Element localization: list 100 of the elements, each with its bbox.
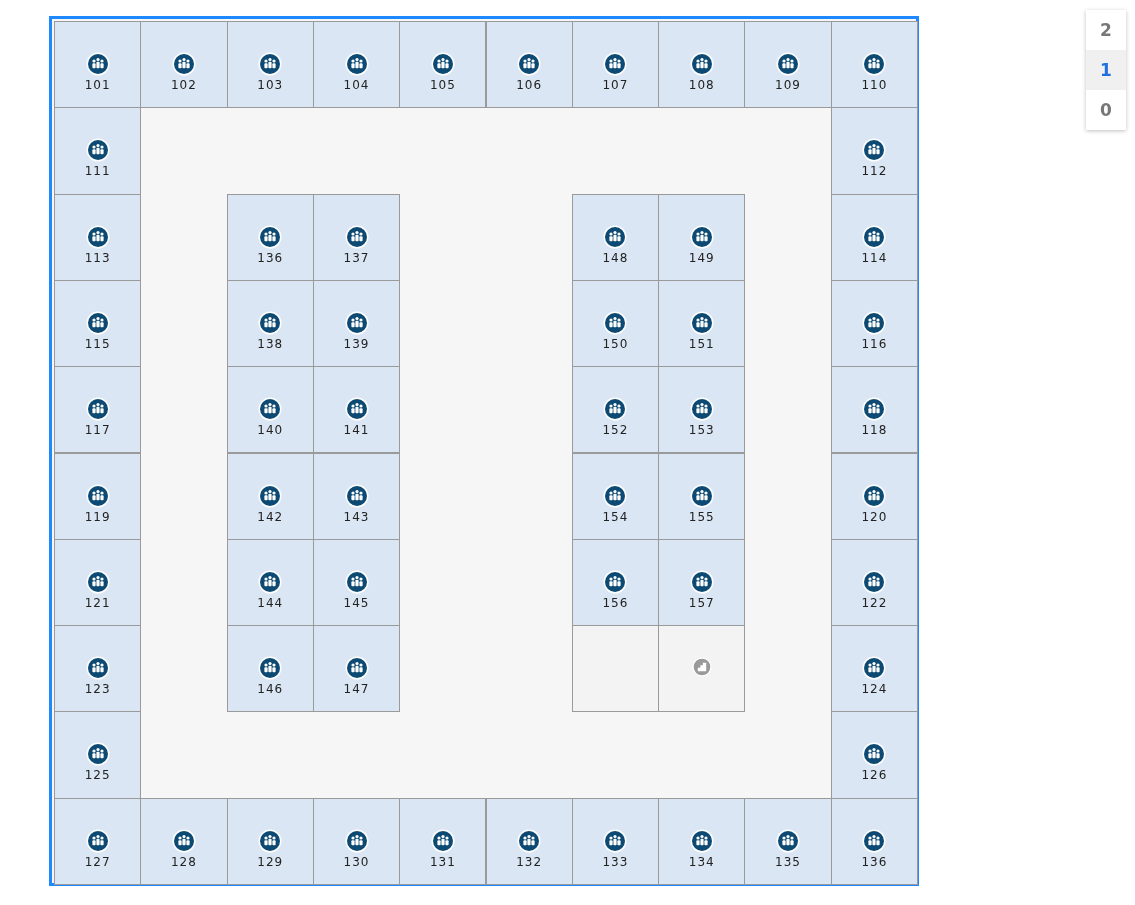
room-number: 103: [257, 78, 284, 92]
room-number: 140: [257, 423, 284, 438]
room-box: [830, 366, 918, 454]
room-number: 131: [429, 854, 456, 869]
room-number: 153: [688, 423, 715, 438]
room-box: [571, 452, 660, 540]
room-box: [485, 797, 573, 885]
room-box: [571, 366, 660, 454]
room-box: [54, 279, 142, 368]
room-box: [658, 797, 746, 885]
room-number: 137: [343, 250, 370, 265]
room-number: 142: [257, 509, 284, 524]
room-box: [226, 366, 314, 454]
room-number: 120: [861, 509, 888, 524]
room-number: 132: [516, 854, 543, 869]
floor-button: 0: [1086, 90, 1126, 130]
room-number: 143: [343, 509, 370, 524]
room-number: 119: [84, 509, 111, 524]
room-number: 115: [84, 336, 111, 351]
room-box: [830, 279, 918, 368]
room-number: 129: [257, 854, 284, 869]
room-box: [54, 107, 142, 195]
room-number: 118: [861, 423, 888, 438]
room-number: 146: [257, 682, 284, 697]
room-box: [312, 279, 401, 368]
room-box: [571, 797, 660, 885]
room-number: 141: [343, 423, 370, 438]
room-number: 124: [861, 682, 888, 697]
room-box: [830, 711, 918, 799]
room-number: 122: [861, 595, 888, 610]
room-number: 130: [343, 854, 370, 869]
room-box: [571, 21, 660, 109]
room-number: 106: [516, 78, 543, 92]
room-number: 104: [343, 78, 370, 92]
room-number: 133: [602, 854, 629, 869]
room-box: [830, 538, 918, 627]
room-box: [571, 193, 660, 281]
room-box: [830, 452, 918, 540]
room-number: 136: [861, 854, 888, 869]
room-box: [658, 279, 746, 368]
room-number: 111: [84, 164, 111, 179]
room-box: [658, 452, 746, 540]
room-number: 123: [84, 682, 111, 697]
room-box: [399, 21, 487, 109]
room-number: 112: [861, 164, 888, 179]
room-box: [312, 538, 401, 627]
room-box: [399, 797, 487, 885]
room-number: 127: [84, 854, 111, 869]
room-number: 156: [602, 595, 629, 610]
room-box: [140, 797, 228, 885]
room-box: [226, 21, 314, 109]
room-number: 136: [257, 250, 284, 265]
room-number: 139: [343, 336, 370, 351]
room-number: 102: [171, 78, 197, 92]
floor-button: 1: [1086, 50, 1126, 90]
room-number: 105: [429, 78, 456, 92]
room-box: [54, 452, 142, 540]
room-number: 149: [688, 250, 715, 265]
room-number: 121: [84, 595, 111, 610]
room-box: [312, 797, 401, 885]
room-number: 138: [257, 336, 284, 351]
room-box: [571, 279, 660, 368]
room-number: 151: [688, 336, 715, 351]
room-number: 128: [171, 854, 197, 869]
room-number: 126: [861, 768, 888, 783]
room-number: 113: [84, 250, 111, 265]
room-box: [658, 538, 746, 627]
room-box: [54, 538, 142, 627]
room-box: [658, 193, 746, 281]
room-number: 147: [343, 682, 370, 697]
room-box: [226, 279, 314, 368]
room-box: [226, 538, 314, 627]
room-number: 107: [602, 78, 629, 92]
room-box: [312, 21, 401, 109]
floor-button: 2: [1086, 10, 1126, 50]
room-box: [54, 711, 142, 799]
room-number: 109: [775, 78, 801, 92]
room-number: 108: [688, 78, 715, 92]
room-box: [658, 21, 746, 109]
room-box: [226, 625, 314, 713]
room-box: [226, 797, 314, 885]
room-number: 145: [343, 595, 370, 610]
room-box: [226, 193, 314, 281]
room-number: 101: [84, 78, 111, 92]
room-number: 154: [602, 509, 629, 524]
room-box: [830, 193, 918, 281]
room-number: 117: [84, 423, 111, 438]
room-box: [140, 21, 228, 109]
room-number: 144: [257, 595, 284, 610]
room-box: [571, 538, 660, 627]
room-box: [226, 452, 314, 540]
room-box: [54, 797, 142, 885]
room-box: [312, 193, 401, 281]
room-number: 134: [688, 854, 715, 869]
room-box: [54, 21, 142, 109]
room-box: [485, 21, 573, 109]
room-box: [744, 797, 832, 885]
room-box: [658, 366, 746, 454]
room-box: [830, 107, 918, 195]
room-number: 110: [861, 78, 888, 92]
